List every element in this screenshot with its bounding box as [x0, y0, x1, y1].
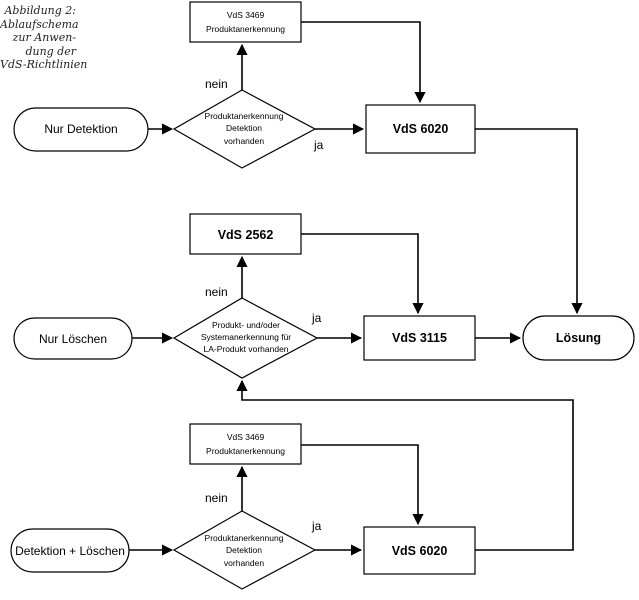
label-ja: ja	[311, 519, 322, 533]
connector	[475, 128, 583, 315]
connector	[301, 233, 424, 315]
caption-line: Ablaufschema	[0, 17, 79, 31]
caption-line: dung der	[25, 44, 76, 58]
decision-line: Detektion	[226, 545, 262, 555]
start-label: Nur Löschen	[39, 332, 107, 346]
connector	[301, 21, 426, 104]
box-line: VdS 3469	[227, 432, 265, 442]
label-nein: nein	[205, 285, 228, 299]
box-label: VdS 2562	[218, 228, 274, 242]
decision-detektion-1: Produktanerkennung Detektion vorhanden	[172, 89, 317, 169]
connector	[236, 379, 574, 551]
start-label: Detektion + Löschen	[15, 544, 125, 558]
vds3469-bottom-box: VdS 3469 Produktanerkennung	[189, 423, 302, 465]
caption-line: Abbildung 2:	[4, 4, 76, 17]
decision-line: Produkt- und/oder	[212, 320, 280, 330]
label-ja: ja	[311, 311, 322, 325]
box-label: VdS 6020	[393, 122, 449, 136]
decision-line: Detektion	[226, 123, 262, 133]
box-label: VdS 3115	[392, 331, 447, 345]
box-label: VdS 6020	[392, 544, 448, 558]
vds6020-bottom-box: VdS 6020	[363, 526, 476, 575]
start-detektion-loeschen: Detektion + Löschen	[10, 528, 130, 573]
label-nein: nein	[205, 77, 228, 91]
caption-line: zur Anwen-	[12, 31, 76, 44]
caption-line: VdS-Richtlinien	[0, 58, 88, 71]
decision-line: Produktanerkennung	[205, 533, 284, 543]
vds3469-top-box: VdS 3469 Produktanerkennung	[189, 1, 302, 43]
decision-line: Produktanerkennung	[205, 111, 284, 121]
end-label: Lösung	[556, 331, 601, 345]
vds2562-box: VdS 2562	[189, 213, 302, 255]
start-nur-loeschen: Nur Löschen	[13, 317, 133, 360]
box-line: Produktanerkennung	[206, 446, 285, 456]
start-label: Nur Detektion	[44, 122, 117, 136]
end-loesung: Lösung	[522, 315, 635, 361]
vds6020-top-box: VdS 6020	[365, 104, 476, 154]
decision-detektion-2: Produktanerkennung Detektion vorhanden	[172, 510, 317, 590]
decision-line: vorhanden	[224, 136, 264, 146]
label-ja: ja	[313, 138, 324, 152]
figure-caption: Abbildung 2: Ablaufschema zur Anwen- dun…	[0, 4, 88, 72]
box-line: VdS 3469	[227, 10, 265, 20]
decision-loeschen: Produkt- und/oder Systemanerkennung für …	[172, 297, 319, 379]
decision-line: vorhanden	[224, 558, 264, 568]
decision-line: LA-Produkt vorhanden	[203, 344, 288, 354]
vds3115-box: VdS 3115	[363, 315, 476, 361]
decision-line: Systemanerkennung für	[201, 332, 291, 342]
connector	[301, 444, 424, 526]
label-nein: nein	[205, 491, 228, 505]
box-line: Produktanerkennung	[206, 24, 285, 34]
start-nur-detektion: Nur Detektion	[13, 107, 149, 152]
